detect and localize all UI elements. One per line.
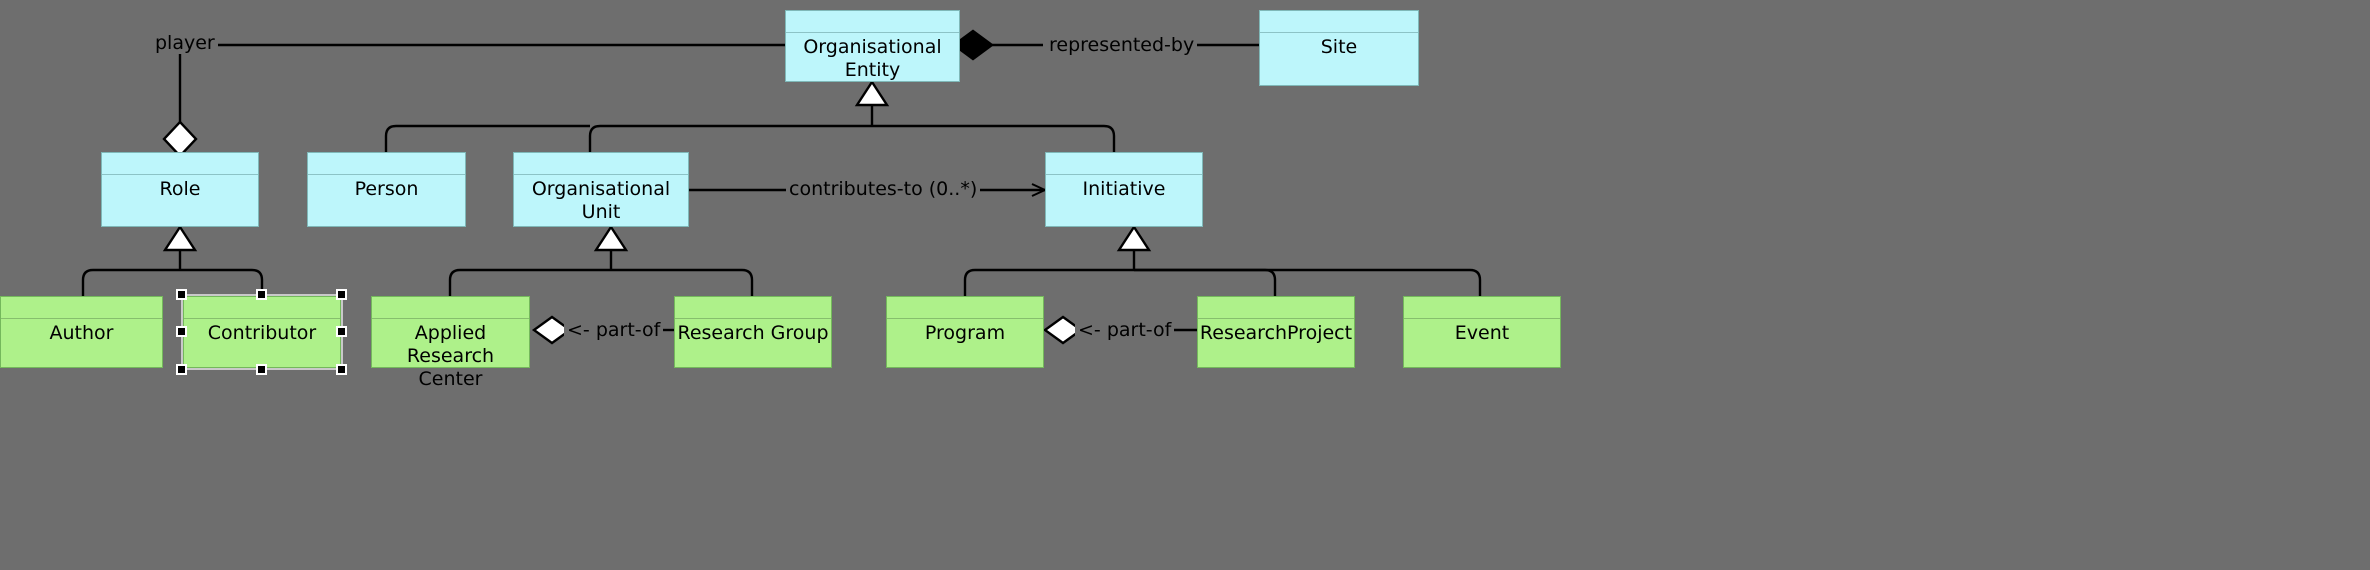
class-node-initiative[interactable]: Initiative [1045, 152, 1203, 227]
gen-ou-to-rg [611, 268, 754, 296]
class-header-strip [308, 153, 465, 175]
class-body: Event [1404, 319, 1560, 367]
generalization-triangle-oe [854, 79, 890, 107]
class-node-research-project[interactable]: ResearchProject [1197, 296, 1355, 368]
class-node-research-group[interactable]: Research Group [674, 296, 832, 368]
class-label: Organisational Unit [531, 178, 671, 223]
gen-ou-to-arc [448, 268, 611, 296]
class-node-organisational-unit[interactable]: Organisational Unit [513, 152, 689, 227]
class-header-strip [1, 297, 162, 319]
class-body: Contributor [184, 319, 340, 367]
selection-handle-top-left[interactable] [176, 289, 187, 300]
class-node-applied-research-center[interactable]: Applied Research Center [371, 296, 530, 390]
class-node-site[interactable]: Site [1259, 10, 1419, 86]
class-header-strip [675, 297, 831, 319]
generalization-triangle-role [162, 224, 198, 252]
generalization-triangle-ou [593, 224, 629, 252]
gen-role-to-author [81, 268, 180, 296]
gen-oe-to-ou [588, 124, 872, 152]
class-header-strip [1260, 11, 1418, 33]
class-body: Site [1260, 33, 1418, 85]
class-label: Organisational Entity [803, 36, 942, 81]
class-body: Initiative [1046, 175, 1202, 226]
class-body: Author [1, 319, 162, 367]
class-body: Role [102, 175, 258, 226]
edge-label-represented-by: represented-by [1046, 35, 1198, 56]
class-node-event[interactable]: Event [1403, 296, 1561, 368]
generalization-triangle-initiative [1116, 224, 1152, 252]
edge-label-part-of-right: <- part-of [1075, 320, 1175, 341]
class-label: Initiative [1082, 178, 1166, 200]
class-label: Program [924, 322, 1006, 344]
class-node-program[interactable]: Program [886, 296, 1044, 368]
gen-oe-to-person [384, 124, 590, 152]
class-header-strip [514, 153, 688, 175]
class-node-author[interactable]: Author [0, 296, 163, 368]
class-label: Event [1454, 322, 1510, 344]
class-label: Applied Research Center [406, 322, 495, 390]
class-header-strip [1046, 153, 1202, 175]
class-node-contributor[interactable]: Contributor [183, 296, 341, 368]
selection-handle-top-center[interactable] [256, 289, 267, 300]
class-node-role[interactable]: Role [101, 152, 259, 227]
class-body: Organisational Unit [514, 175, 688, 226]
class-body: Applied Research Center [372, 319, 529, 390]
gen-init-to-program [963, 268, 1134, 296]
edge-label-contributes-to: contributes-to (0..*) [786, 179, 981, 200]
class-node-person[interactable]: Person [307, 152, 466, 227]
selection-handle-bottom-left[interactable] [176, 364, 187, 375]
class-body: Organisational Entity [786, 33, 959, 81]
selection-handle-middle-left[interactable] [176, 326, 187, 337]
class-node-organisational-entity[interactable]: Organisational Entity [785, 10, 960, 82]
class-body: ResearchProject [1198, 319, 1354, 367]
class-label: Research Group [677, 322, 829, 344]
class-label: Site [1320, 36, 1358, 58]
class-label: ResearchProject [1199, 322, 1353, 344]
class-header-strip [887, 297, 1043, 319]
edge-label-player: player [152, 33, 218, 54]
class-body: Person [308, 175, 465, 226]
selection-handle-top-right[interactable] [336, 289, 347, 300]
class-label: Role [159, 178, 201, 200]
selection-handle-middle-right[interactable] [336, 326, 347, 337]
class-header-strip [1404, 297, 1560, 319]
gen-role-to-contributor [180, 268, 264, 296]
edge-label-part-of-left: <- part-of [564, 320, 664, 341]
gen-init-to-event [1134, 268, 1482, 296]
class-body: Research Group [675, 319, 831, 367]
gen-oe-to-initiative [872, 124, 1116, 152]
class-body: Program [887, 319, 1043, 367]
class-header-strip [372, 297, 529, 319]
selection-handle-bottom-center[interactable] [256, 364, 267, 375]
aggregation-diamond-player [162, 120, 198, 158]
class-header-strip [184, 297, 340, 319]
gen-init-to-rp [1134, 268, 1277, 296]
class-header-strip [1198, 297, 1354, 319]
class-header-strip [786, 11, 959, 33]
class-label: Person [354, 178, 419, 200]
class-label: Contributor [207, 322, 317, 344]
class-header-strip [102, 153, 258, 175]
selection-handle-bottom-right[interactable] [336, 364, 347, 375]
class-label: Author [49, 322, 114, 344]
